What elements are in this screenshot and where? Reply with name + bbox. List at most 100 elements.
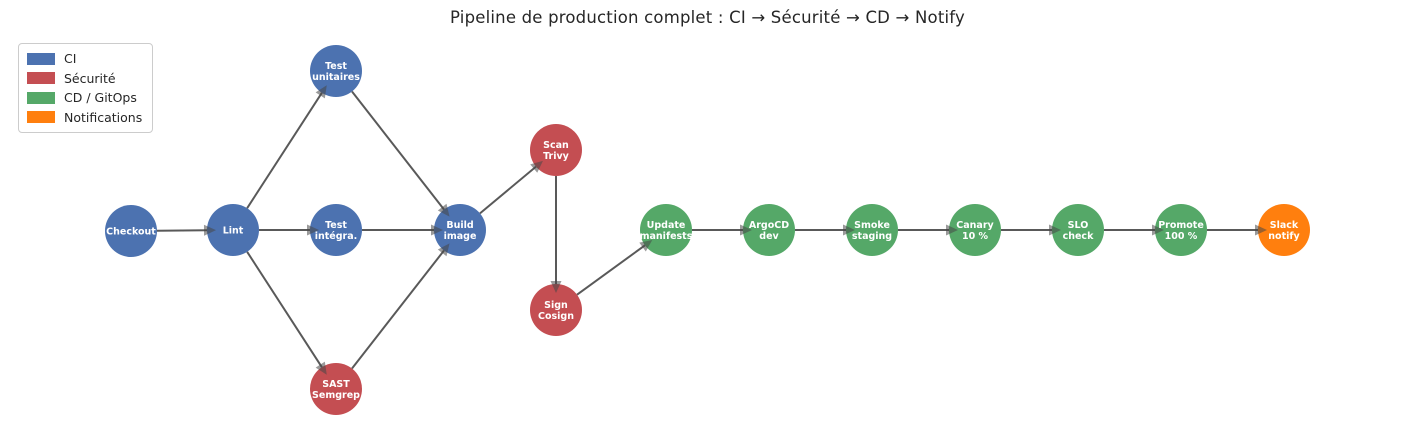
graph-node-circle xyxy=(310,45,362,97)
graph-edge-build-image-to-scan-trivy xyxy=(479,165,537,215)
graph-edge-arrowhead xyxy=(639,239,653,252)
graph-node-label-line: Scan xyxy=(543,140,569,151)
legend-item-cd: CD / GitOps xyxy=(27,90,144,105)
graph-node-circle xyxy=(310,204,362,256)
graph-edge-arrowhead xyxy=(307,224,319,236)
graph-edge-arrowhead xyxy=(431,224,443,236)
graph-node-label-line: intégra. xyxy=(315,231,358,242)
graph-edge-lint-to-test-unitaires xyxy=(246,92,323,209)
graph-edge-arrowhead xyxy=(946,224,958,236)
legend-label: Notifications xyxy=(64,109,143,125)
graph-node-label-line: Test xyxy=(325,61,347,72)
graph-node-label-line: manifests xyxy=(640,231,693,242)
graph-node-label-line: SAST xyxy=(322,379,350,390)
graph-node-lint: Lint xyxy=(207,204,259,256)
graph-node-circle xyxy=(1052,204,1104,256)
legend-swatch xyxy=(27,72,55,85)
graph-node-label-line: Test xyxy=(325,220,347,231)
graph-edge-arrowhead xyxy=(437,203,450,217)
graph-node-label-line: Slack xyxy=(1270,220,1299,231)
graph-edge-lint-to-sast-semgrep xyxy=(246,251,323,368)
legend-swatch xyxy=(27,52,55,65)
graph-node-label-line: check xyxy=(1063,231,1094,242)
graph-edge-arrowhead xyxy=(1255,224,1267,236)
graph-node-label: Checkout xyxy=(106,227,156,238)
graph-node-label-line: SLO xyxy=(1068,220,1089,231)
graph-node-label-line: Smoke xyxy=(854,220,890,231)
legend-label: CI xyxy=(64,51,77,67)
graph-node-circle xyxy=(1258,204,1310,256)
graph-edge-arrowhead xyxy=(437,243,450,257)
graph-edge-arrowhead xyxy=(550,281,562,293)
graph-edge-sast-semgrep-to-build-image xyxy=(351,249,445,370)
graph-edge-arrowhead xyxy=(315,85,327,99)
graph-node-circle xyxy=(743,204,795,256)
graph-node-label-line: notify xyxy=(1268,231,1300,242)
graph-node-label-line: Sign xyxy=(544,300,568,311)
legend-label: Sécurité xyxy=(64,70,116,86)
graph-node-label-line: Canary xyxy=(956,220,994,231)
graph-node-label-line: image xyxy=(444,231,477,242)
graph-node-label-line: Cosign xyxy=(538,311,574,322)
graph-node-label-line: ArgoCD xyxy=(749,220,789,231)
graph-node-circle xyxy=(434,204,486,256)
graph-node-label-line: Lint xyxy=(223,226,244,237)
graph-edge-arrowhead xyxy=(530,160,543,173)
legend-swatch xyxy=(27,111,55,124)
graph-node-circle xyxy=(310,363,362,415)
graph-edge-sign-cosign-to-update-manifests xyxy=(576,244,646,296)
graph-node-checkout: Checkout xyxy=(105,205,157,257)
graph-edge-arrowhead xyxy=(843,224,855,236)
graph-node-label-line: Build xyxy=(446,220,473,231)
graph-edge-test-unitaires-to-build-image xyxy=(351,90,445,211)
graph-node-circle xyxy=(1155,204,1207,256)
graph-node-label-line: Update xyxy=(647,220,686,231)
graph-edge-arrowhead xyxy=(315,361,327,375)
graph-edge-arrowhead xyxy=(203,224,217,236)
graph-node-label-line: 10 % xyxy=(962,231,989,242)
graph-node-circle xyxy=(846,204,898,256)
graph-node-circle xyxy=(640,204,692,256)
legend-label: CD / GitOps xyxy=(64,90,137,106)
graph-node-label-line: Promote xyxy=(1158,220,1204,231)
graph-edge-arrowhead xyxy=(1152,224,1164,236)
graph-node-label-line: Checkout xyxy=(106,227,156,238)
graph-node-label-line: dev xyxy=(759,231,779,242)
graph-node-label-line: staging xyxy=(852,231,892,242)
legend-item-ci: CI xyxy=(27,51,144,66)
graph-node-circle xyxy=(530,284,582,336)
graph-edges-layer xyxy=(156,85,1267,375)
graph-node-circle xyxy=(207,204,259,256)
graph-node-label-line: Trivy xyxy=(543,151,570,162)
graph-node-label-line: Semgrep xyxy=(312,390,360,401)
graph-node-circle xyxy=(949,204,1001,256)
